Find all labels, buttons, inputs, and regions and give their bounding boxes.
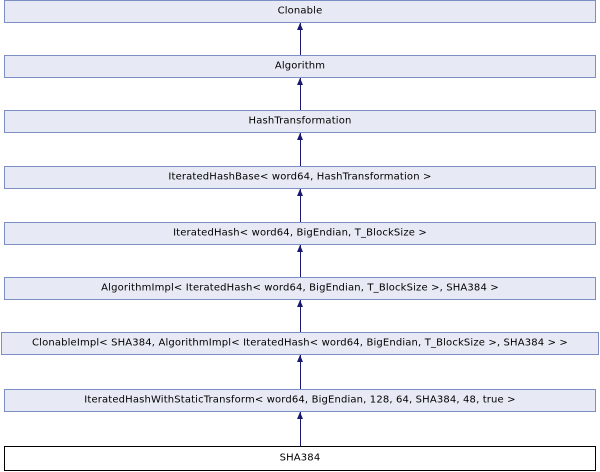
class-node-sha384[interactable]: SHA384: [4, 446, 596, 471]
arrow-up-icon: [297, 23, 303, 30]
arrow-up-icon: [297, 300, 303, 307]
arrow-up-icon: [297, 78, 303, 85]
class-node-clonable[interactable]: Clonable: [4, 0, 596, 23]
class-node-label: IteratedHashBase< word64, HashTransforma…: [168, 171, 432, 182]
class-node-label: IteratedHashWithStaticTransform< word64,…: [84, 394, 516, 405]
class-node-label: IteratedHash< word64, BigEndian, T_Block…: [173, 227, 427, 238]
inheritance-edge: [300, 245, 301, 277]
class-node-label: Clonable: [277, 5, 323, 16]
class-node-label: AlgorithmImpl< IteratedHash< word64, Big…: [101, 282, 499, 293]
inheritance-edge: [300, 189, 301, 222]
arrow-up-icon: [297, 412, 303, 419]
class-node-label: HashTransformation: [248, 115, 352, 126]
class-node-iteratedhashbase[interactable]: IteratedHashBase< word64, HashTransforma…: [4, 166, 596, 189]
inheritance-edge: [300, 78, 301, 110]
arrow-up-icon: [297, 355, 303, 362]
class-node-clonableimpl[interactable]: ClonableImpl< SHA384, AlgorithmImpl< Ite…: [1, 332, 599, 355]
class-node-label: SHA384: [279, 452, 321, 463]
inheritance-edge: [300, 133, 301, 166]
inheritance-edge: [300, 412, 301, 446]
inheritance-edge: [300, 23, 301, 55]
inheritance-edge: [300, 355, 301, 389]
class-node-hashtransformation[interactable]: HashTransformation: [4, 110, 596, 133]
inheritance-edge: [300, 300, 301, 332]
arrow-up-icon: [297, 133, 303, 140]
class-node-algorithm[interactable]: Algorithm: [4, 55, 596, 78]
class-node-iteratedhashwithstatictransform[interactable]: IteratedHashWithStaticTransform< word64,…: [4, 389, 596, 412]
arrow-up-icon: [297, 245, 303, 252]
arrow-up-icon: [297, 189, 303, 196]
class-node-algorithmimpl[interactable]: AlgorithmImpl< IteratedHash< word64, Big…: [4, 277, 596, 300]
class-node-iteratedhash[interactable]: IteratedHash< word64, BigEndian, T_Block…: [4, 222, 596, 245]
class-node-label: Algorithm: [274, 60, 326, 71]
class-node-label: ClonableImpl< SHA384, AlgorithmImpl< Ite…: [32, 337, 568, 348]
